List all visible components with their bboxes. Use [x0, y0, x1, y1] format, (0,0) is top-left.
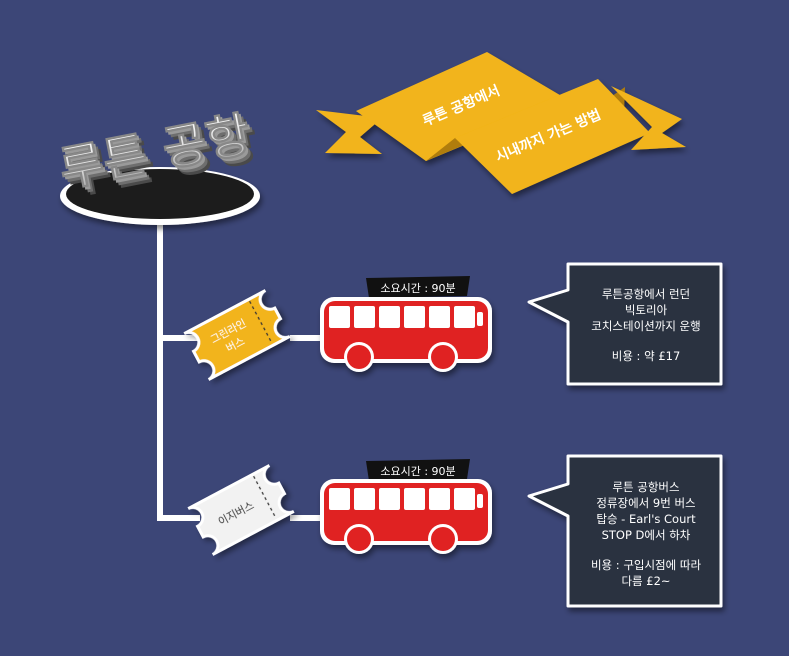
- bus-window: [354, 488, 375, 510]
- info-text-2: 루튼 공항버스 정류장에서 9번 버스 탑승 - Earl's Court ST…: [576, 479, 716, 589]
- info-line: 루튼공항에서 런던: [601, 287, 691, 301]
- title-platform: [60, 167, 260, 225]
- bus-window: [379, 488, 400, 510]
- ticket-easybus: 이지버스: [187, 464, 295, 556]
- info-callout-1: [527, 262, 723, 386]
- info-line: 탑승 - Earl's Court: [596, 512, 696, 526]
- connector-lines: [157, 218, 325, 521]
- info-callout-2: [527, 454, 723, 608]
- bus-window: [404, 306, 425, 328]
- bus-window: [354, 306, 375, 328]
- bus-window: [404, 488, 425, 510]
- info-line: 루튼 공항버스: [612, 480, 680, 494]
- bus-window: [454, 488, 475, 510]
- bus-window: [329, 306, 350, 328]
- bus-icon-2: [320, 479, 492, 554]
- bus-window: [429, 488, 450, 510]
- info-line: STOP D에서 하차: [601, 528, 691, 542]
- bus-window: [477, 312, 483, 326]
- info-text-1: 루튼공항에서 런던 빅토리아 코치스테이션까지 운행 비용 : 약 £17: [576, 286, 716, 364]
- cost-line: 다름 £2~: [621, 574, 671, 588]
- duration-tag-2: 소요시간 : 90분: [366, 459, 470, 481]
- duration-text-1: 소요시간 : 90분: [380, 282, 455, 295]
- info-line: 코치스테이션까지 운행: [591, 319, 701, 333]
- bus-window: [454, 306, 475, 328]
- bus-window: [329, 488, 350, 510]
- ribbon-banner: 루튼 공항에서 시내까지 가는 방법: [316, 52, 686, 194]
- ticket-greenline: 그린라인 버스: [183, 289, 291, 381]
- ribbon-bottom: [455, 79, 686, 194]
- duration-tag-1: 소요시간 : 90분: [366, 276, 470, 298]
- bus-window: [429, 306, 450, 328]
- info-line: 정류장에서 9번 버스: [596, 496, 696, 510]
- duration-text-2: 소요시간 : 90분: [380, 465, 455, 478]
- bus-icon-1: [320, 297, 492, 372]
- cost-line: 비용 : 구입시점에 따라: [590, 558, 702, 572]
- cost-line: 비용 : 약 £17: [611, 349, 681, 363]
- bus-window: [379, 306, 400, 328]
- bus-window: [477, 494, 483, 508]
- info-line: 빅토리아: [624, 303, 668, 317]
